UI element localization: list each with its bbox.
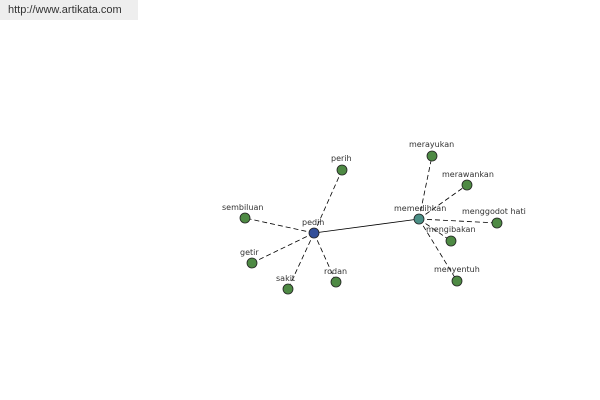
node-label-sakit: sakit (276, 274, 295, 283)
edge-pedih-getir (251, 232, 315, 264)
edge-pedih-memedihkan (313, 218, 420, 234)
node-label-pedih: pedih (302, 218, 324, 227)
node-perih[interactable] (336, 164, 348, 176)
node-label-merawankan: merawankan (442, 170, 494, 179)
nodes-layer (239, 150, 503, 295)
node-label-merayukan: merayukan (409, 140, 454, 149)
node-label-mengibakan: mengibakan (426, 225, 476, 234)
site-url[interactable]: http://www.artikata.com (8, 4, 122, 16)
node-menyentuh[interactable] (451, 275, 463, 287)
node-sakit[interactable] (282, 283, 294, 295)
edge-memedihkan-menyentuh (418, 218, 458, 282)
edge-pedih-sembiluan (244, 217, 315, 234)
url-bar: http://www.artikata.com (0, 0, 138, 20)
node-label-menyentuh: menyentuh (434, 265, 480, 274)
node-label-menggodot-hati: menggodot hati (462, 207, 526, 216)
node-rodan[interactable] (330, 276, 342, 288)
edge-memedihkan-menggodot-hati (418, 218, 498, 224)
node-merayukan[interactable] (426, 150, 438, 162)
node-merawankan[interactable] (461, 179, 473, 191)
edge-memedihkan-merayukan (418, 155, 433, 220)
node-pedih[interactable] (308, 227, 320, 239)
edge-pedih-perih (313, 169, 343, 234)
node-label-getir: getir (240, 248, 259, 257)
node-label-memedihkan: memedihkan (394, 204, 446, 213)
labels-layer: pedih memedihkan perih sembiluan getir sakit r… (222, 140, 526, 283)
node-label-perih: perih (331, 154, 352, 163)
edge-memedihkan-mengibakan (418, 218, 452, 242)
edges-layer (244, 155, 498, 290)
edge-memedihkan-merawankan (418, 184, 468, 220)
node-getir[interactable] (246, 257, 258, 269)
node-memedihkan[interactable] (413, 213, 425, 225)
node-mengibakan[interactable] (445, 235, 457, 247)
node-label-rodan: rodan (324, 267, 347, 276)
edge-pedih-sakit (287, 232, 315, 290)
node-menggodot-hati[interactable] (491, 217, 503, 229)
edge-pedih-rodan (313, 232, 337, 283)
node-sembiluan[interactable] (239, 212, 251, 224)
node-label-sembiluan: sembiluan (222, 203, 263, 212)
